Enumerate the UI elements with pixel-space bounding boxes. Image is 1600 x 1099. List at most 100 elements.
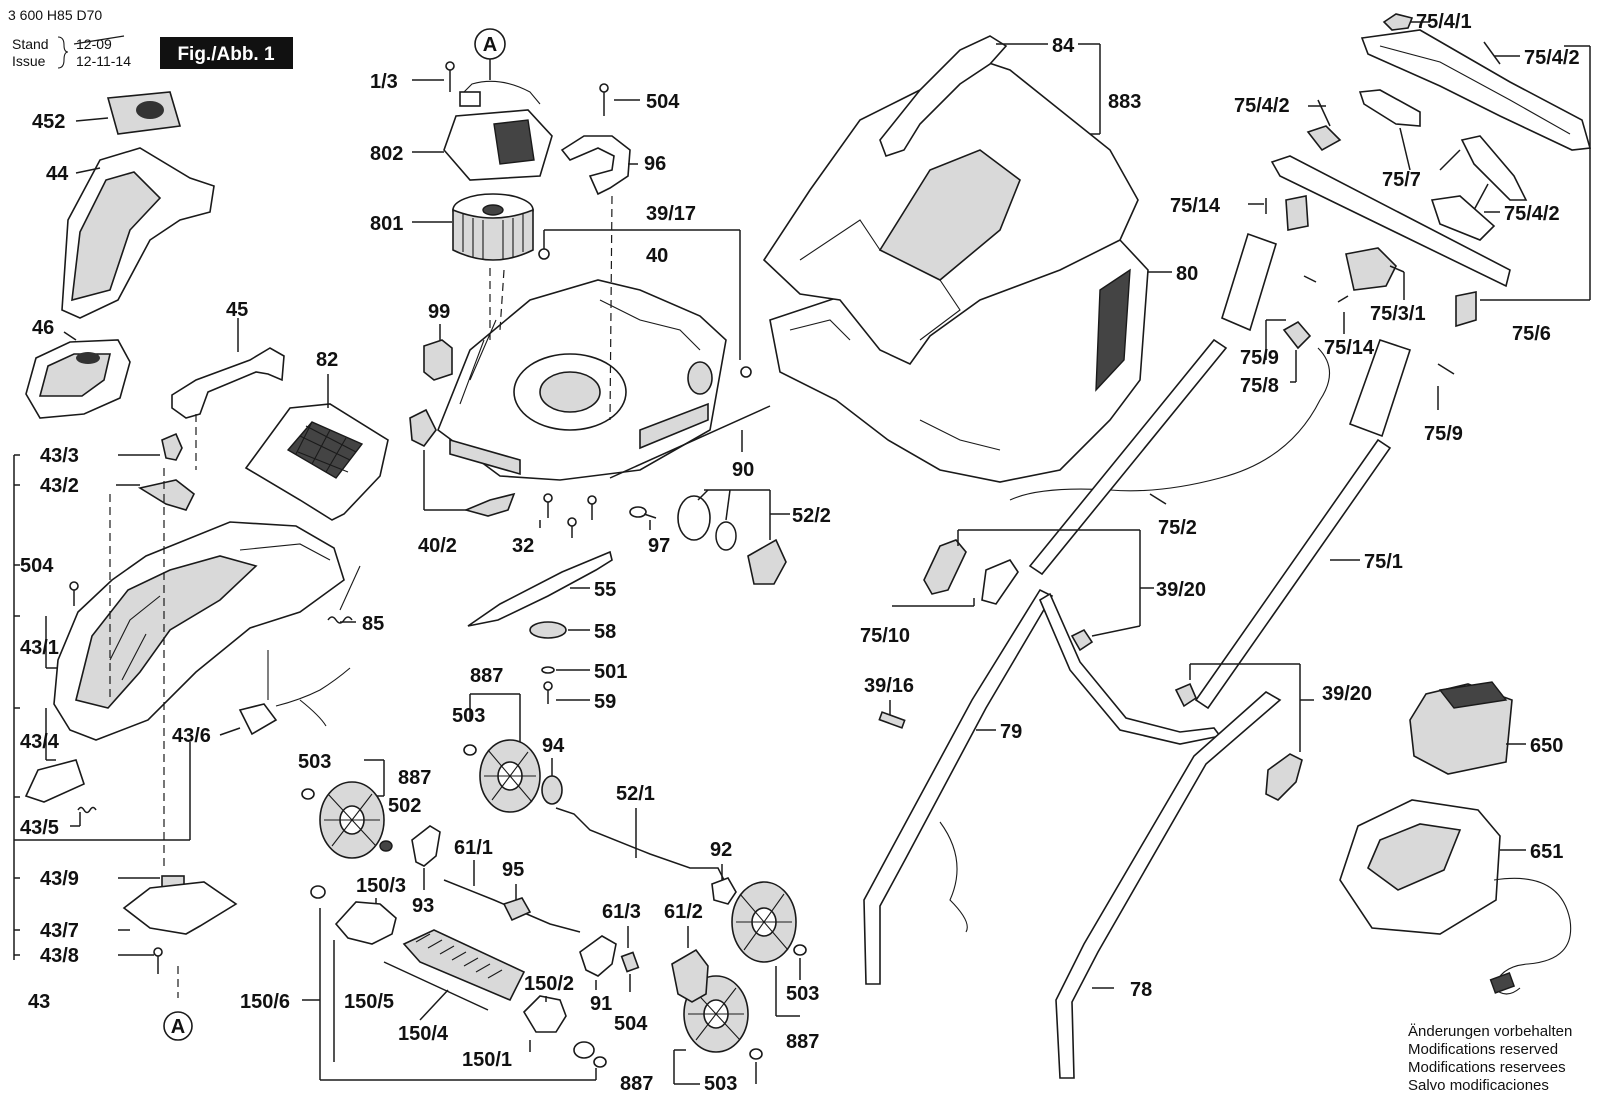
old-date: 12-09 (76, 36, 112, 52)
label-55: 55 (594, 579, 616, 601)
label-75-9-left: 75/9 (1240, 347, 1279, 369)
part-75-9-grip-right (1348, 338, 1412, 438)
label-99: 99 (428, 301, 450, 323)
label-92: 92 (710, 839, 732, 861)
part-94-hub (541, 775, 563, 805)
label-52-1: 52/1 (616, 783, 655, 805)
label-52-2: 52/2 (792, 505, 831, 527)
part-52-1-axle-rod (555, 807, 725, 881)
label-43-4: 43/4 (20, 731, 60, 753)
issue-label: Issue (12, 53, 46, 69)
label-61-1: 61/1 (454, 837, 493, 859)
part-75-4-upper-grip (1360, 29, 1592, 151)
label-90: 90 (732, 459, 754, 481)
housing-bracket-tree: 43/3 43/2 504 43/1 43/4 43/5 43/9 43/7 4… (13, 414, 197, 1041)
label-96: 96 (644, 153, 666, 175)
part-150-4-roller (402, 929, 526, 1002)
part-75-8-switch (1282, 320, 1312, 350)
part-95-clip (502, 897, 532, 922)
label-150-4: 150/4 (398, 1023, 449, 1045)
part-61-2-lever (671, 948, 709, 1003)
part-75-2-cable (1009, 347, 1331, 501)
part-58-washer (529, 621, 567, 639)
label-39-16: 39/16 (864, 675, 914, 697)
label-43-5: 43/5 (20, 817, 59, 839)
part-93-height-adjuster (411, 825, 441, 867)
note-fr: Modifications reservees (1408, 1059, 1566, 1076)
roller-parts: 150/3 150/4 150/2 150/1 150/6 150/5 (240, 875, 607, 1081)
label-887-right: 887 (786, 1031, 819, 1053)
label-501: 501 (594, 661, 627, 683)
label-40-2: 40/2 (418, 535, 457, 557)
label-80: 80 (1176, 263, 1198, 285)
label-887-top: 887 (470, 665, 503, 687)
label-503-bottom: 503 (704, 1073, 737, 1095)
bosch-logo-icon (136, 101, 164, 119)
part-75-1-tube-right (1194, 438, 1392, 710)
issue-date: 12-11-14 (76, 53, 131, 69)
part-150-2-bracket (522, 995, 567, 1033)
label-75-4-2-right: 75/4/2 (1504, 203, 1560, 225)
label-82: 82 (316, 349, 338, 371)
note-de: Änderungen vorbehalten (1408, 1023, 1572, 1040)
part-43-2-latch (137, 479, 196, 511)
part-52-2-hub (677, 495, 711, 541)
label-95: 95 (502, 859, 524, 881)
handle-parts: 75/4/1 75/4/2 75/4/2 75/7 75/4/2 75/6 75… (860, 11, 1592, 1079)
label-32: 32 (512, 535, 534, 557)
label-45: 45 (226, 299, 248, 321)
part-75-7-clamp-left (1358, 89, 1421, 127)
note-en: Modifications reserved (1408, 1041, 1558, 1058)
label-79: 79 (1000, 721, 1022, 743)
wheel-parts: 887 503 94 503 887 502 93 52/1 61/1 (298, 665, 819, 1095)
grass-box-parts: 80 84 883 (762, 35, 1198, 483)
label-452: 452 (32, 111, 65, 133)
label-1-3: 1/3 (370, 71, 398, 93)
label-39-17: 39/17 (646, 203, 696, 225)
part-75-6-crossbar (1270, 155, 1511, 288)
part-39-16-pin (878, 711, 906, 729)
charger-plug-icon (1489, 972, 1516, 994)
part-78-lower-tube (1055, 691, 1282, 1079)
label-46: 46 (32, 317, 54, 339)
label-43-2: 43/2 (40, 475, 79, 497)
label-802: 802 (370, 143, 403, 165)
label-150-3: 150/3 (356, 875, 406, 897)
header-block: 3 600 H85 D70 Stand Issue 12-09 12-11-14… (8, 7, 293, 69)
label-43-3: 43/3 (40, 445, 79, 467)
part-43-3-clip (161, 432, 183, 461)
part-150-5-shaft (383, 961, 489, 1011)
label-75-4-1: 75/4/1 (1416, 11, 1472, 33)
label-503-left: 503 (298, 751, 331, 773)
label-801: 801 (370, 213, 403, 235)
label-150-5: 150/5 (344, 991, 394, 1013)
stand-label: Stand (12, 36, 49, 52)
part-501-washer (541, 666, 555, 674)
part-650-battery (1409, 683, 1513, 775)
label-75-10: 75/10 (860, 625, 910, 647)
label-59: 59 (594, 691, 616, 713)
label-150-6: 150/6 (240, 991, 290, 1013)
part-91-adjuster (579, 935, 617, 977)
label-504-top: 504 (646, 91, 680, 113)
part-75-4-1-cap (1382, 13, 1414, 31)
label-43-9: 43/9 (40, 868, 79, 890)
doc-number: 3 600 H85 D70 (8, 7, 102, 23)
header-brace (57, 36, 69, 69)
label-a-top: A (483, 34, 497, 56)
label-75-1: 75/1 (1364, 551, 1403, 573)
label-75-7: 75/7 (1382, 169, 1421, 191)
part-92-adjuster (711, 877, 737, 905)
label-650: 650 (1530, 735, 1563, 757)
label-504-left: 504 (20, 555, 54, 577)
cover-parts: 452 44 45 46 82 (24, 91, 389, 974)
label-43-1: 43/1 (20, 637, 59, 659)
part-99-block (423, 339, 453, 381)
part-52-2-cap (747, 538, 787, 585)
label-651: 651 (1530, 841, 1563, 863)
label-150-1: 150/1 (462, 1049, 512, 1071)
label-97: 97 (648, 535, 670, 557)
footer-notes: Änderungen vorbehalten Modifications res… (1408, 1023, 1572, 1094)
fig-badge (160, 37, 293, 69)
